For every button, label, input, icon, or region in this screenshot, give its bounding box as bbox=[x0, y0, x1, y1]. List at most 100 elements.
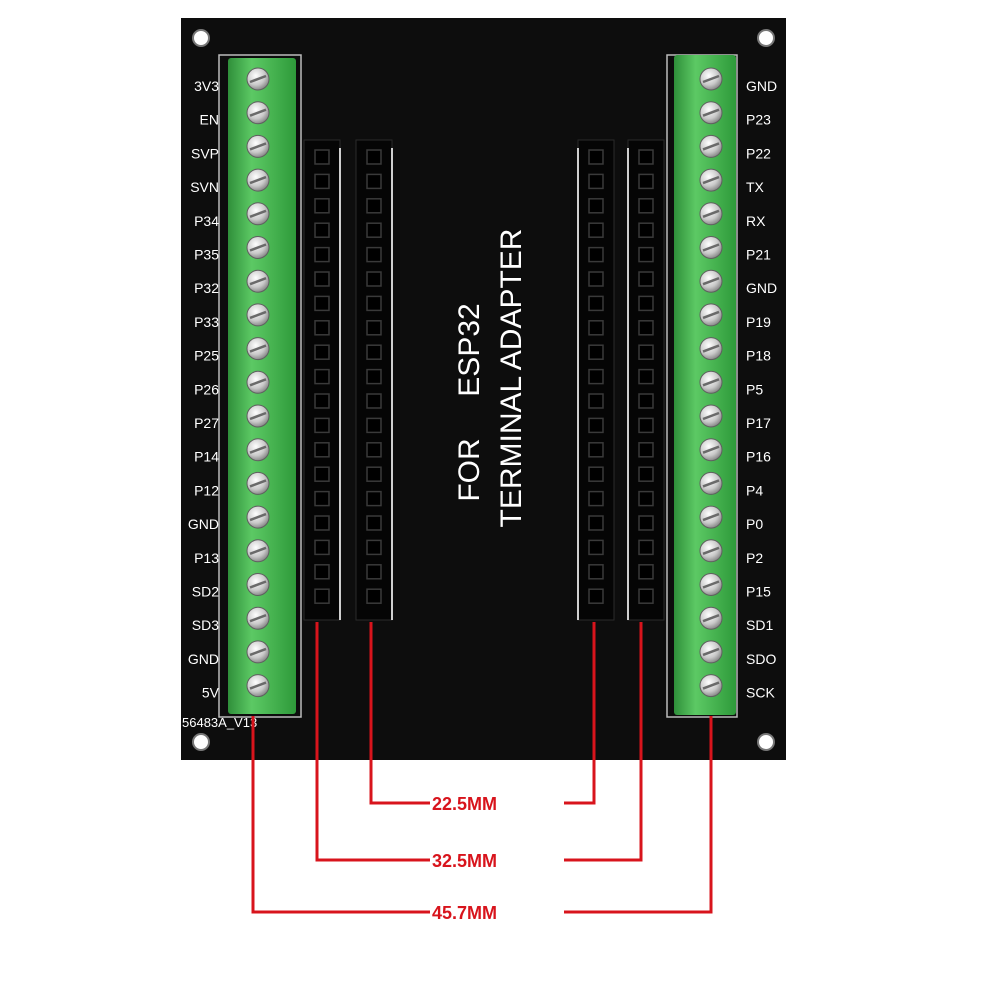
header-socket bbox=[314, 466, 330, 482]
pin-label: SVN bbox=[190, 179, 219, 195]
header-socket bbox=[638, 198, 654, 214]
header-socket bbox=[638, 564, 654, 580]
header-right-inner bbox=[577, 139, 615, 621]
header-socket bbox=[366, 320, 382, 336]
screw-slot bbox=[702, 479, 720, 488]
dimension-22-5 bbox=[369, 622, 596, 805]
header-socket bbox=[314, 344, 330, 360]
mounting-hole-bottom-left bbox=[192, 733, 210, 751]
screw-slot bbox=[702, 445, 720, 454]
header-socket bbox=[588, 173, 604, 190]
header-socket bbox=[638, 222, 654, 238]
board-title-line1: ESP32 bbox=[453, 303, 486, 396]
pin-label: P18 bbox=[746, 348, 771, 364]
screw-slot bbox=[249, 479, 267, 488]
pin-label: P35 bbox=[194, 247, 219, 263]
part-number: 56483A_V13 bbox=[182, 715, 257, 730]
header-socket bbox=[588, 466, 604, 482]
dimension-32-5 bbox=[315, 622, 643, 862]
header-socket bbox=[638, 295, 654, 312]
screw-slot bbox=[702, 512, 720, 522]
header-socket bbox=[314, 295, 330, 312]
header-socket bbox=[366, 417, 382, 434]
pin-label: P33 bbox=[194, 314, 219, 330]
left-pin-labels: 3V3ENSVPSVNP34P35P32P33P25P26P27P14P12GN… bbox=[188, 78, 220, 701]
pin-label: P0 bbox=[746, 516, 763, 532]
header-socket bbox=[314, 198, 330, 214]
header-socket bbox=[366, 442, 382, 458]
mounting-hole-top-right bbox=[757, 29, 775, 47]
dimension-label-45-7: 45.7MM bbox=[432, 903, 497, 923]
pin-label: P4 bbox=[746, 482, 763, 498]
pin-label: P21 bbox=[746, 247, 771, 263]
header-socket bbox=[638, 588, 654, 604]
pin-label: 5V bbox=[202, 685, 220, 701]
pin-label: SVP bbox=[191, 145, 219, 161]
header-socket bbox=[638, 271, 654, 287]
left-terminal-outline bbox=[218, 54, 302, 718]
header-left-inner bbox=[355, 139, 393, 621]
header-right-outer bbox=[627, 139, 665, 621]
screw-slot bbox=[249, 614, 267, 623]
screw-slot bbox=[249, 344, 267, 353]
header-socket bbox=[588, 564, 604, 580]
pin-label: P16 bbox=[746, 449, 771, 465]
pin-label: EN bbox=[200, 112, 219, 128]
header-socket bbox=[588, 246, 604, 263]
header-socket bbox=[638, 344, 654, 360]
header-socket bbox=[638, 466, 654, 482]
screw-slot bbox=[702, 108, 720, 117]
header-socket bbox=[366, 588, 382, 604]
screw-slot bbox=[702, 277, 720, 286]
header-socket bbox=[314, 490, 330, 507]
dimension-label-32-5: 32.5MM bbox=[432, 851, 497, 871]
pin-label: SCK bbox=[746, 685, 775, 701]
header-socket bbox=[588, 295, 604, 312]
header-socket bbox=[638, 515, 654, 531]
screw-slot bbox=[702, 378, 720, 387]
board-title-line3: FOR bbox=[453, 438, 486, 501]
screw-slot bbox=[702, 344, 720, 353]
header-socket bbox=[366, 271, 382, 287]
header-socket bbox=[588, 320, 604, 336]
pin-label: GND bbox=[746, 78, 777, 94]
pin-label: P17 bbox=[746, 415, 771, 431]
pin-label: P32 bbox=[194, 280, 219, 296]
screw-slot bbox=[249, 310, 267, 320]
pin-label: P26 bbox=[194, 381, 219, 397]
screw-slot bbox=[702, 243, 720, 252]
screw-slot bbox=[249, 681, 267, 690]
screw-slot bbox=[702, 74, 720, 84]
pin-label: SD1 bbox=[746, 617, 773, 633]
screw-slot bbox=[702, 580, 720, 589]
right-pin-labels: GNDP23P22TXRXP21GNDP19P18P5P17P16P4P0P2P… bbox=[746, 78, 777, 701]
pin-label: P34 bbox=[194, 213, 219, 229]
header-socket bbox=[588, 271, 604, 287]
left-screws bbox=[246, 67, 270, 698]
pin-label: P14 bbox=[194, 449, 219, 465]
pin-label: SD3 bbox=[192, 617, 219, 633]
header-socket bbox=[588, 222, 604, 238]
screw-slot bbox=[249, 411, 267, 421]
screw-slot bbox=[702, 310, 720, 320]
header-socket bbox=[314, 417, 330, 434]
header-socket bbox=[638, 490, 654, 507]
header-socket bbox=[638, 246, 654, 263]
screw-slot bbox=[249, 243, 267, 252]
screw-slot bbox=[249, 277, 267, 286]
header-socket bbox=[366, 490, 382, 507]
header-socket bbox=[588, 344, 604, 360]
header-socket bbox=[366, 344, 382, 360]
screw-slot bbox=[249, 108, 267, 117]
header-socket bbox=[366, 564, 382, 580]
screw-slot bbox=[702, 546, 720, 555]
header-socket bbox=[366, 466, 382, 482]
header-socket bbox=[366, 539, 382, 556]
screw-slot bbox=[249, 378, 267, 387]
screw-slot bbox=[249, 512, 267, 522]
screw-slot bbox=[249, 74, 267, 84]
header-socket bbox=[314, 222, 330, 238]
pin-label: P13 bbox=[194, 550, 219, 566]
dimension-label-22-5: 22.5MM bbox=[432, 794, 497, 814]
